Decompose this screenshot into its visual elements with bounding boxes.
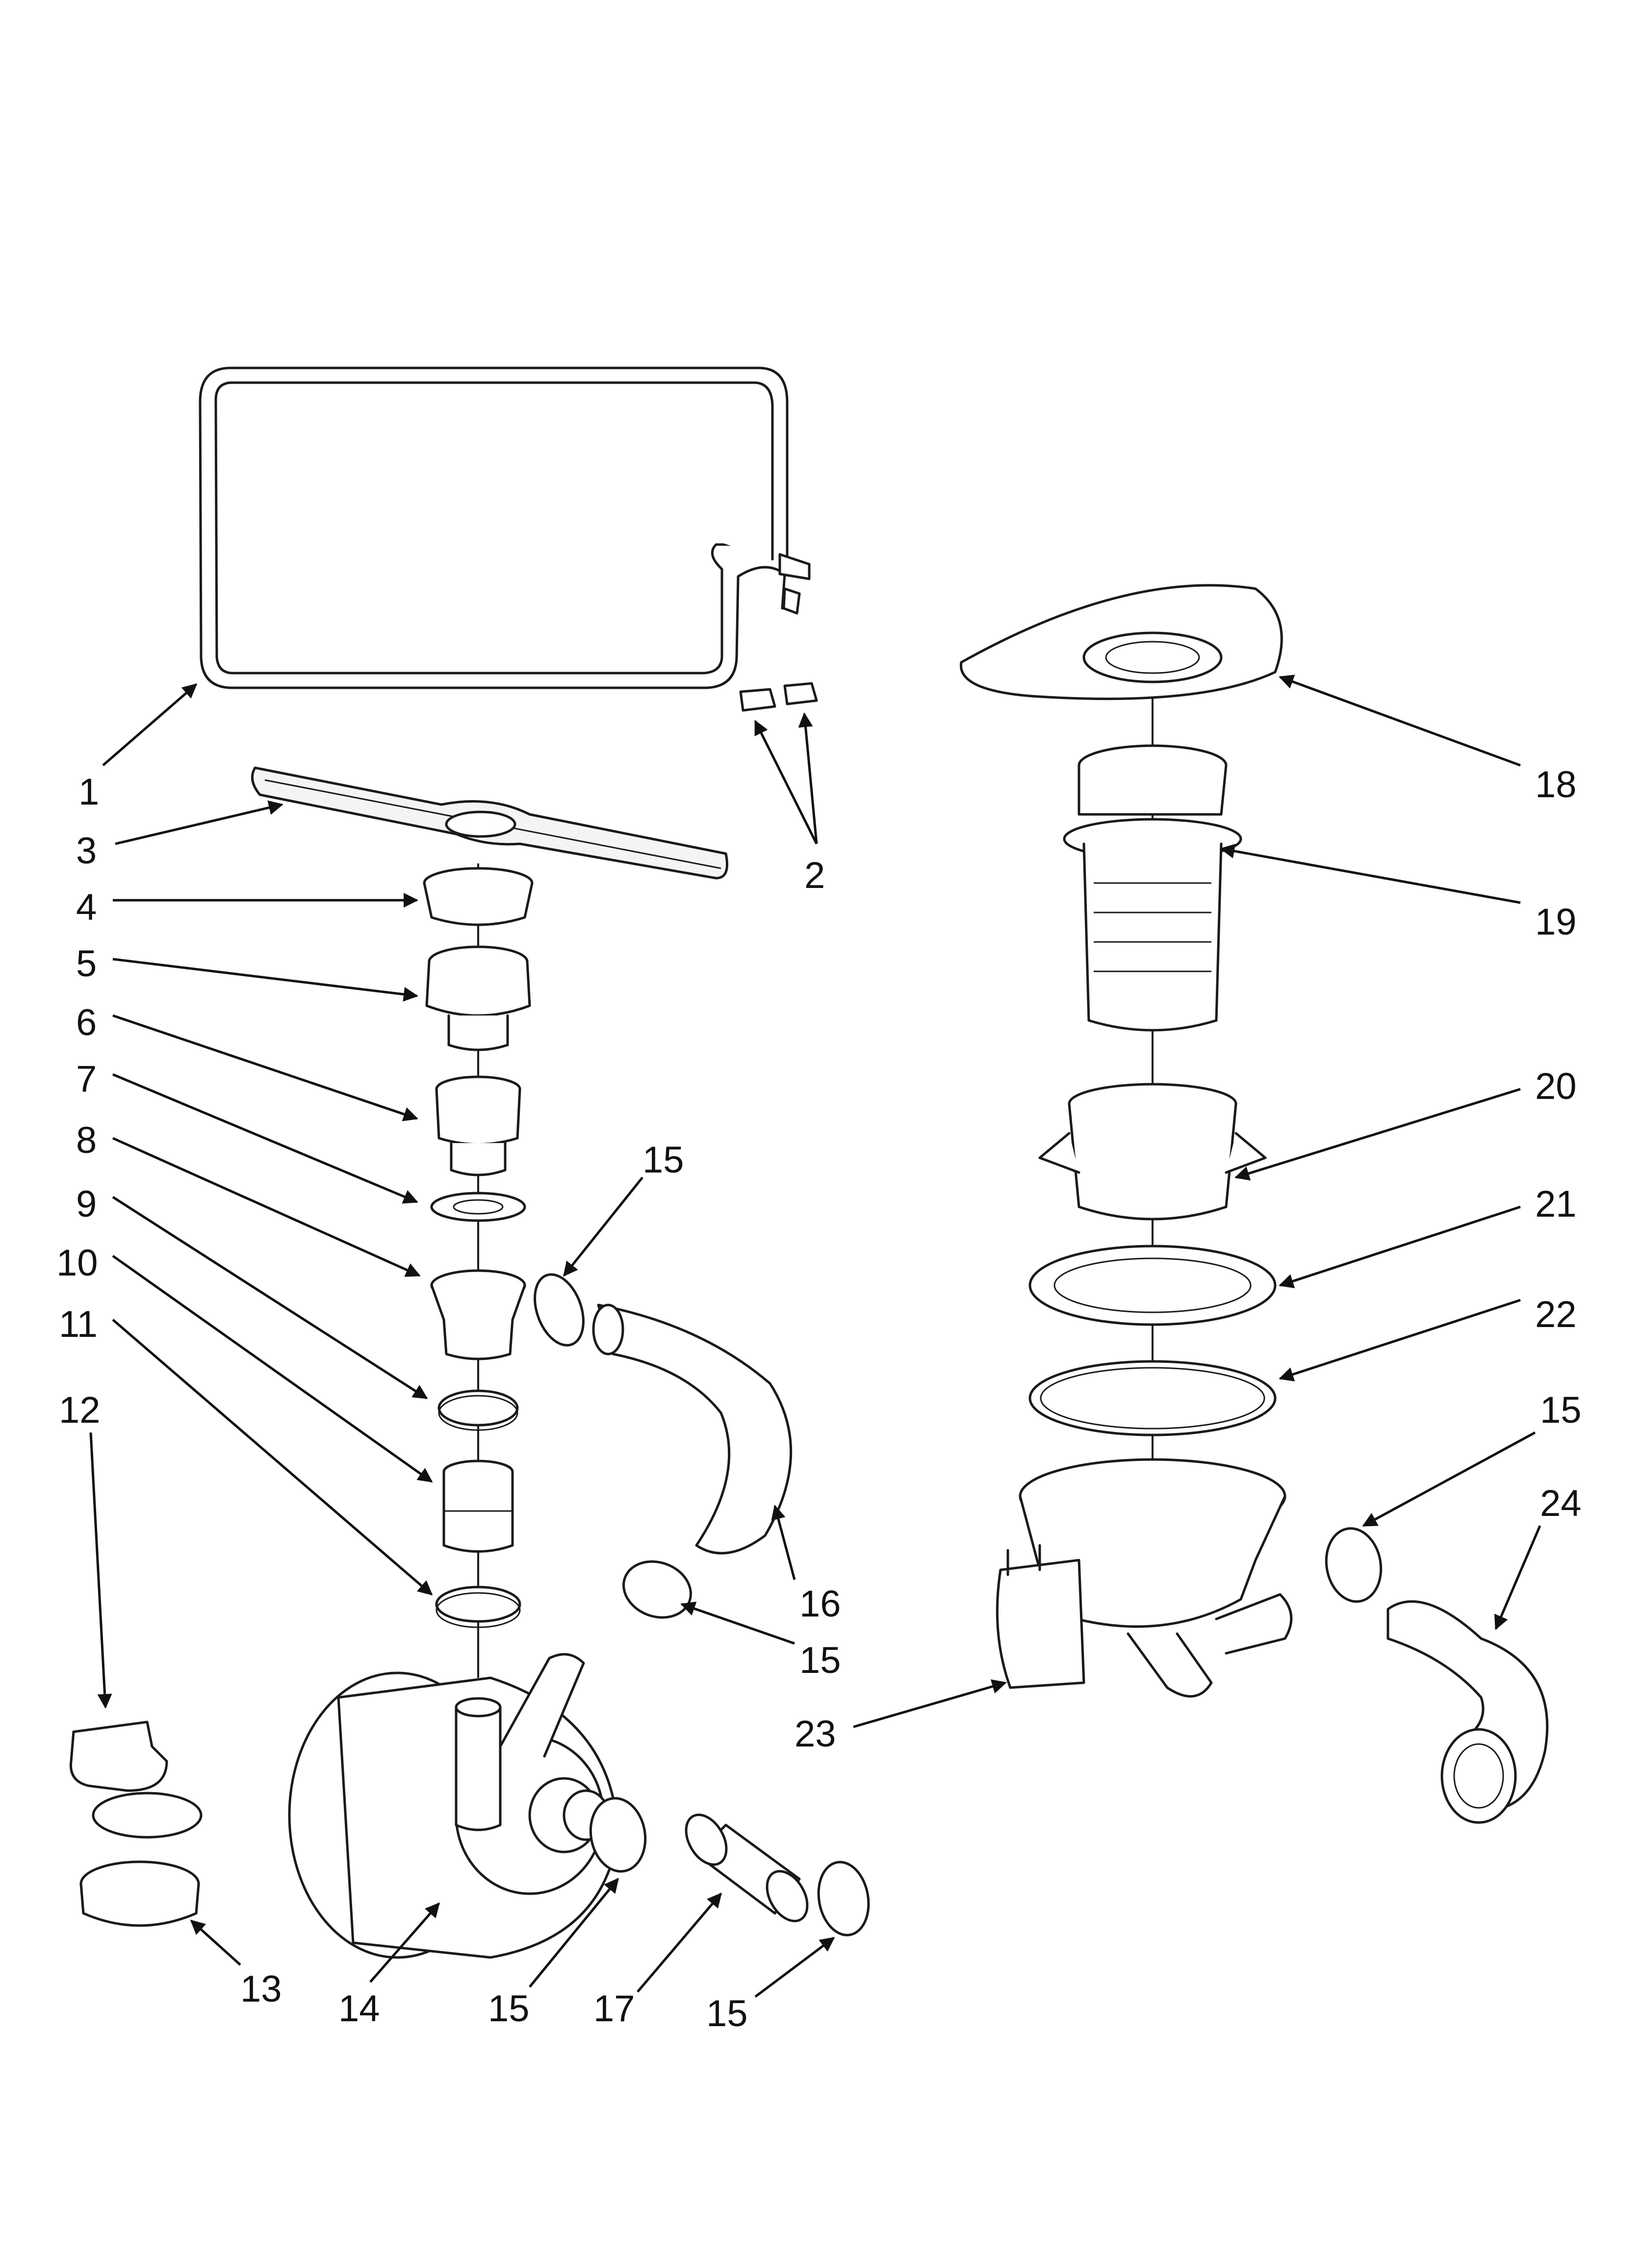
callout-22: 22 bbox=[1535, 1294, 1577, 1335]
heater-element bbox=[199, 366, 811, 689]
drain-hose bbox=[592, 1303, 793, 1555]
callout-1: 1 bbox=[78, 771, 99, 813]
callout-labels: 1 2 3 4 5 6 7 8 9 10 11 12 13 14 15 15 1… bbox=[56, 764, 1582, 2034]
pump-motor bbox=[288, 1653, 619, 1959]
callout-24: 24 bbox=[1540, 1483, 1582, 1524]
parts-12-13 bbox=[69, 1721, 203, 1927]
callout-20: 20 bbox=[1535, 1066, 1577, 1107]
callout-11: 11 bbox=[59, 1303, 98, 1345]
callout-15-top: 15 bbox=[642, 1139, 684, 1181]
callout-23: 23 bbox=[795, 1713, 836, 1755]
callout-4: 4 bbox=[76, 886, 97, 928]
callout-13: 13 bbox=[240, 1968, 282, 2010]
callout-15-mid: 15 bbox=[799, 1640, 841, 1681]
coupler bbox=[685, 1813, 809, 1923]
callout-17: 17 bbox=[593, 1988, 635, 2030]
callout-15-bottom-left: 15 bbox=[488, 1988, 530, 2030]
pad-parts bbox=[739, 682, 818, 712]
callout-21: 21 bbox=[1535, 1183, 1577, 1225]
callout-5: 5 bbox=[76, 943, 97, 985]
callout-12: 12 bbox=[59, 1389, 101, 1431]
callout-6: 6 bbox=[76, 1002, 97, 1043]
right-stack bbox=[959, 584, 1293, 1698]
leader-lines bbox=[89, 675, 1541, 1998]
callout-15-bottom-right: 15 bbox=[706, 1993, 748, 2034]
callout-16: 16 bbox=[799, 1583, 841, 1625]
callout-14: 14 bbox=[338, 1988, 380, 2030]
elbow-hose bbox=[1386, 1600, 1549, 1824]
callout-3: 3 bbox=[76, 830, 97, 872]
callout-9: 9 bbox=[76, 1183, 97, 1225]
callout-19: 19 bbox=[1535, 901, 1577, 943]
callout-7: 7 bbox=[76, 1058, 97, 1100]
callout-2: 2 bbox=[804, 855, 825, 896]
spray-arm bbox=[251, 766, 728, 880]
callout-15-right: 15 bbox=[1540, 1389, 1582, 1431]
callout-18: 18 bbox=[1535, 764, 1577, 806]
left-stack bbox=[423, 863, 534, 1678]
callout-10: 10 bbox=[56, 1242, 98, 1284]
hose-clamps bbox=[534, 1273, 1383, 1936]
callout-8: 8 bbox=[76, 1120, 97, 1161]
